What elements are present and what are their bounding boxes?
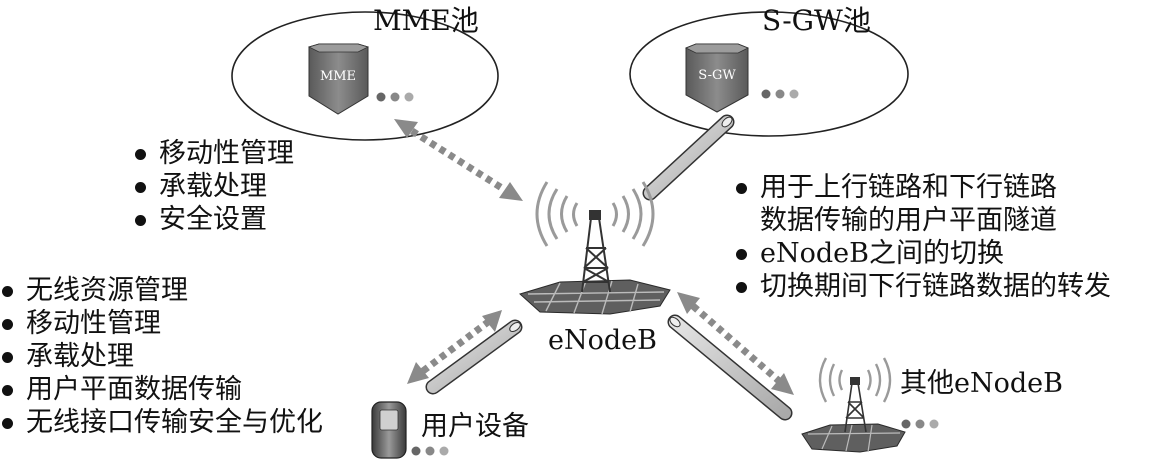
list-item: 移动性管理 (133, 137, 294, 170)
enodeb-cell-grid-icon (519, 279, 671, 315)
mme-more-dots-icon (376, 92, 414, 102)
mme-functions-list: 移动性管理 承载处理 安全设置 (133, 137, 294, 236)
ue-functions-list: 无线资源管理 移动性管理 承载处理 用户平面数据传输 无线接口传输安全与优化 (0, 274, 323, 439)
sgw-node-icon: S-GW (685, 43, 749, 113)
list-item: 移动性管理 (0, 307, 323, 340)
enodeb-label: eNodeB (548, 325, 657, 356)
ue-phone-icon (371, 401, 407, 459)
list-item: 无线资源管理 (0, 274, 323, 307)
ue-more-dots-icon (411, 446, 449, 456)
other-enodeb-more-dots-icon (901, 419, 939, 429)
sgw-functions-list: 用于上行链路和下行链路 数据传输的用户平面隧道 eNodeB之间的切换 切换期间… (734, 171, 1111, 303)
ue-link-tube (425, 319, 523, 395)
list-item: 承载处理 (0, 340, 323, 373)
x2-link-tube (667, 314, 793, 421)
ue-label: 用户设备 (421, 411, 529, 442)
other-enodeb-label: 其他eNodeB (900, 368, 1063, 399)
sgw-more-dots-icon (761, 89, 799, 99)
list-item: 承载处理 (133, 170, 294, 203)
other-enodeb-cell-grid-icon (801, 423, 906, 453)
list-item-continuation: 数据传输的用户平面隧道 (760, 205, 1057, 236)
enodeb-tower-icon (581, 210, 611, 293)
list-item: 安全设置 (133, 203, 294, 236)
mme-node-label: MME (320, 69, 356, 84)
list-item: 用于上行链路和下行链路 (734, 171, 1111, 204)
list-item: 无线接口传输安全与优化 (0, 406, 323, 439)
enodeb-signal-waves-icon (535, 181, 655, 247)
sgw-node-label: S-GW (698, 68, 736, 83)
list-item: 用户平面数据传输 (0, 373, 323, 406)
other-enodeb-tower-icon (844, 377, 867, 433)
sgw-pool-title: S-GW池 (762, 4, 871, 37)
s1-mme-dotted-arrow (394, 119, 523, 201)
sgw-pool-ellipse (629, 11, 909, 137)
mme-pool-title: MME池 (373, 4, 479, 37)
x2-dotted-arrow (677, 292, 794, 395)
list-item: 切换期间下行链路数据的转发 (734, 270, 1111, 303)
mme-node-icon: MME (307, 43, 370, 115)
list-item: eNodeB之间的切换 (734, 237, 1111, 270)
s1u-link-tube (642, 114, 735, 201)
other-enodeb-signal-waves-icon (818, 357, 892, 403)
ue-dotted-arrow (407, 310, 502, 384)
